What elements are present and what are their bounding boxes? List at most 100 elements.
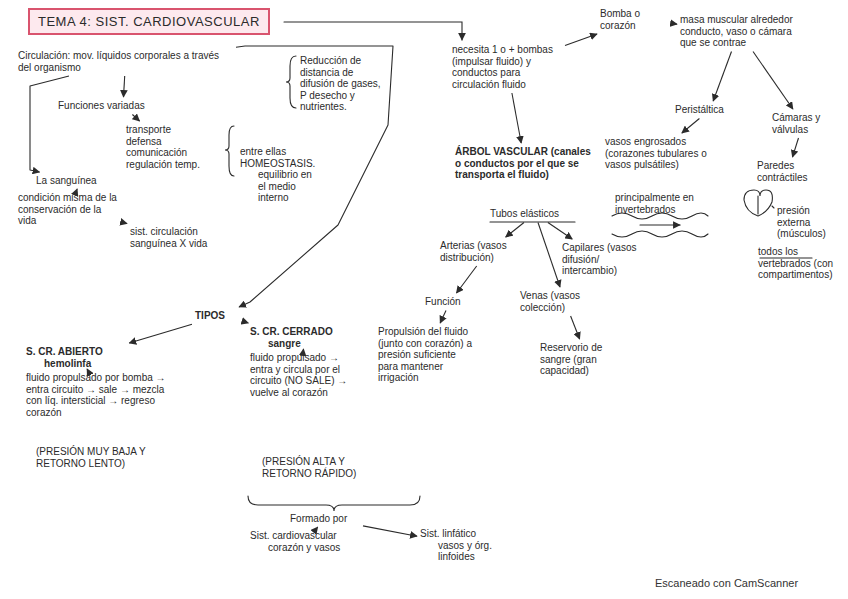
note-text: Reducción de distancia de difusión de ga… [300, 55, 382, 113]
note-text: corazón y vasos [250, 542, 360, 554]
note-text: principalmente en invertebrados [615, 192, 710, 215]
note-text: fluido propulsado → entra y circula por … [250, 352, 350, 398]
arrow-connector [132, 115, 139, 122]
concept-note: (PRESIÓN MUY BAJA Y RETORNO LENTO) [36, 446, 171, 469]
arrow-connector [121, 222, 127, 224]
note-text: HOMEOSTASIS. [240, 158, 322, 170]
note-text: condición misma de la conservación de la… [18, 192, 118, 227]
heart-sketch [744, 190, 772, 216]
note-text: sist. circulación sanguínea X vida [130, 226, 240, 249]
concept-note: Sist. cardiovascularcorazón y vasos [250, 530, 360, 553]
concept-note: Función [425, 296, 475, 308]
arrow-connector [713, 52, 731, 102]
note-text: Venas (vasos colección) [520, 290, 610, 313]
note-text: sangre [250, 338, 360, 350]
arrow-connector [548, 223, 572, 240]
pressure-arrow [772, 206, 774, 208]
arrow-connector [317, 526, 319, 528]
concept-note: necesita 1 o + bombas (impulsar fluido) … [452, 44, 562, 90]
note-text: (PRESIÓN ALTA Y RETORNO RÁPIDO) [262, 456, 392, 479]
note-text: defensa [120, 136, 215, 148]
concept-note: Sist. linfáticovasos y órg. linfoides [420, 528, 510, 563]
concept-note: Circulación: mov. líquidos corporales a … [18, 50, 233, 73]
note-text: regulación temp. [120, 159, 215, 171]
arrow-connector [682, 119, 700, 134]
arrow-connector [363, 526, 417, 536]
concept-note: S. CR. ABIERTOhemolinfa [26, 346, 136, 369]
note-text: fluido propulsado por bomba → entra circ… [26, 372, 176, 418]
concept-note: Paredes contráctiles [757, 160, 819, 183]
concept-note: (PRESIÓN ALTA Y RETORNO RÁPIDO) [262, 456, 392, 479]
note-text: vasos y órg. linfoides [420, 540, 510, 563]
note-text: Capilares (vasos difusión/ intercambio) [562, 242, 642, 277]
arrow-connector [675, 23, 677, 24]
note-text: Reservorio de sangre (gran capacidad) [540, 342, 635, 377]
concept-note: entre ellasHOMEOSTASIS.equilibrio en el … [240, 146, 322, 204]
concept-note: todos los vertebrados (con compartimento… [758, 246, 838, 281]
note-text: hemolinfa [26, 358, 136, 370]
peristaltic-wall [612, 231, 708, 237]
heart-sketch [757, 196, 758, 214]
concept-note: ÁRBOL VASCULAR (canales o conductos por … [455, 146, 595, 181]
arrow-connector [565, 34, 597, 46]
title-arrow [284, 22, 462, 40]
arrow-connector [457, 266, 477, 293]
arrow-connector [87, 369, 89, 372]
concept-note: Bomba o corazón [600, 8, 672, 31]
arrow-connector [793, 138, 799, 157]
concept-note: Formado por [290, 513, 360, 525]
concept-note: principalmente en invertebrados [615, 192, 710, 215]
concept-note: Venas (vasos colección) [520, 290, 610, 313]
concept-note: vasos engrosados (corazones tubulares o … [605, 136, 710, 171]
watermark: Escaneado con CamScanner [655, 577, 798, 589]
concept-note: Arterias (vasos distribución) [440, 240, 535, 263]
brace [225, 126, 234, 176]
arrow-connector [440, 311, 446, 324]
arrow-connector [236, 46, 393, 307]
arrow-connector [124, 76, 125, 97]
brace [248, 496, 420, 511]
arrow-connector [129, 324, 192, 343]
note-text: Paredes contráctiles [757, 160, 819, 183]
note-text: Sist. cardiovascular [250, 530, 360, 542]
note-text: ÁRBOL VASCULAR (canales o conductos por … [455, 146, 595, 181]
note-text: Bomba o corazón [600, 8, 672, 31]
concept-note: Cámaras y válvulas [772, 112, 834, 135]
title-box: TEMA 4: SIST. CARDIOVASCULAR [28, 8, 270, 35]
concept-note: S. CR. CERRADOsangre [250, 326, 360, 349]
concept-note: sist. circulación sanguínea X vida [130, 226, 240, 249]
note-text: (PRESIÓN MUY BAJA Y RETORNO LENTO) [36, 446, 171, 469]
concept-note: Peristáltica [675, 104, 745, 116]
note-text: Tubos elásticos [490, 208, 580, 220]
note-text: Peristáltica [675, 104, 745, 116]
note-text: Arterias (vasos distribución) [440, 240, 535, 263]
concept-note: condición misma de la conservación de la… [18, 192, 118, 227]
concept-note: transportedefensacomunicaciónregulación … [120, 124, 215, 170]
arrow-connector [571, 316, 580, 339]
arrow-connector [506, 223, 524, 238]
note-text: vasos engrosados (corazones tubulares o … [605, 136, 710, 171]
concept-note: Reducción de distancia de difusión de ga… [300, 55, 382, 113]
note-text: transporte [120, 124, 215, 136]
arrow-connector [753, 52, 793, 110]
concept-note: Tubos elásticos [490, 208, 580, 220]
note-text: Funciones variadas [58, 100, 188, 112]
concept-note: fluido propulsado → entra y circula por … [250, 352, 350, 398]
concept-note: TIPOS [195, 310, 245, 322]
note-text: La sanguínea [36, 175, 126, 187]
concept-note: Funciones variadas [58, 100, 188, 112]
note-text: Propulsión del fluido (junto con corazón… [378, 326, 473, 384]
concept-note: presión externa (músculos) [777, 205, 832, 240]
concept-note: Reservorio de sangre (gran capacidad) [540, 342, 635, 377]
note-text: S. CR. CERRADO [250, 326, 360, 338]
note-text: Formado por [290, 513, 360, 525]
concept-note: Capilares (vasos difusión/ intercambio) [562, 242, 642, 277]
concept-note: Propulsión del fluido (junto con corazón… [378, 326, 473, 384]
note-text: necesita 1 o + bombas (impulsar fluido) … [452, 44, 562, 90]
arrow-connector [76, 188, 77, 190]
note-text: TIPOS [195, 310, 245, 322]
flow-arrow [640, 224, 680, 225]
